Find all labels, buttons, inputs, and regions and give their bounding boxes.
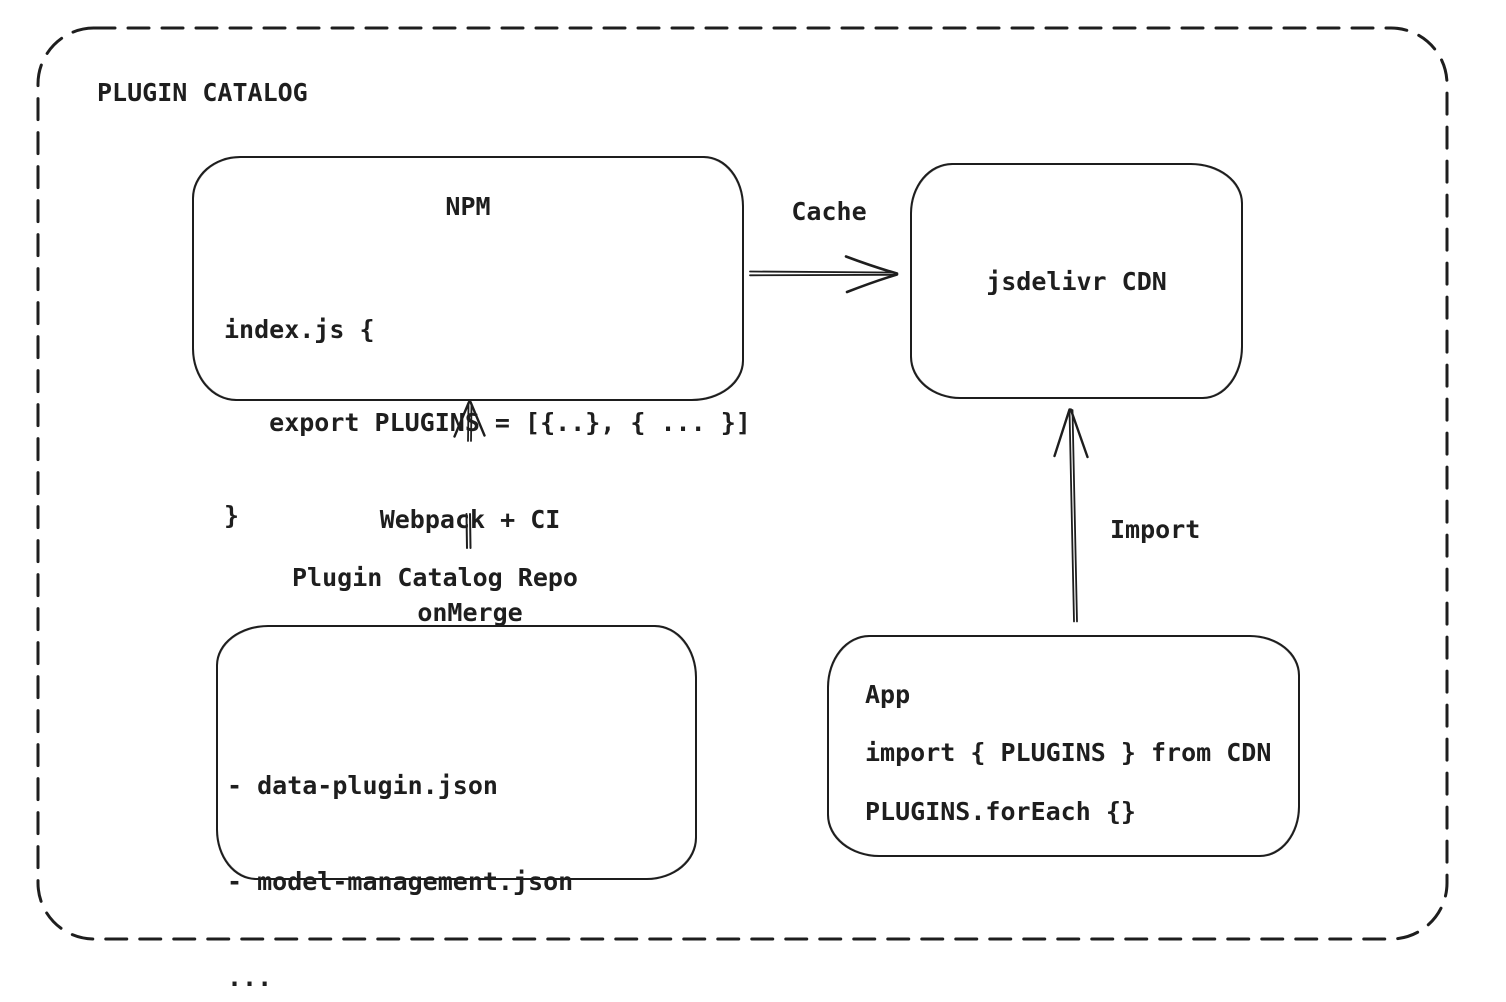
app-node-title: App [865, 680, 911, 709]
npm-code-block: index.js { export PLUGINS = [{..}, { ...… [224, 252, 751, 593]
import-arrow-label: Import [1110, 515, 1201, 544]
npm-code-line: } [224, 501, 240, 530]
build-arrow-label: Webpack + CI onMerge [380, 442, 561, 690]
arrow-head [845, 273, 899, 294]
cache-arrow [749, 255, 899, 294]
arrow-head [1053, 408, 1071, 458]
repo-node-title: Plugin Catalog Repo [292, 563, 578, 592]
repo-file-item: - data-plugin.json [227, 771, 498, 800]
arrow-shaft [749, 270, 894, 274]
npm-node-title: NPM [445, 192, 491, 221]
npm-code-line: export PLUGINS = [{..}, { ... }] [224, 408, 751, 437]
diagram-title: PLUGIN CATALOG [97, 78, 308, 107]
repo-file-item: - model-management.json [227, 867, 574, 896]
cdn-node: jsdelivr CDN [910, 163, 1243, 399]
cache-arrow-label: Cache [791, 197, 867, 226]
arrow-head [844, 255, 899, 275]
app-code-line: import { PLUGINS } from CDN [865, 738, 1272, 767]
cdn-node-label: jsdelivr CDN [986, 266, 1167, 296]
import-arrow [1053, 408, 1089, 623]
build-arrow-label-line: Webpack + CI [379, 505, 561, 534]
app-code-line: PLUGINS.forEach {} [865, 797, 1136, 826]
repo-file-item: ... [227, 963, 273, 992]
arrow-shaft [749, 273, 895, 277]
arrow-shaft [1071, 409, 1078, 623]
npm-node: NPM index.js { export PLUGINS = [{..}, {… [192, 156, 751, 530]
arrow-shaft [1068, 409, 1075, 623]
repo-file-list: - data-plugin.json - model-management.js… [227, 706, 573, 1002]
build-arrow-label-line: onMerge [417, 598, 523, 627]
npm-code-line: index.js { [224, 315, 375, 344]
arrow-head [1069, 408, 1089, 459]
repo-node: - data-plugin.json - model-management.js… [216, 625, 697, 992]
app-node: App import { PLUGINS } from CDN PLUGINS.… [827, 635, 1300, 857]
